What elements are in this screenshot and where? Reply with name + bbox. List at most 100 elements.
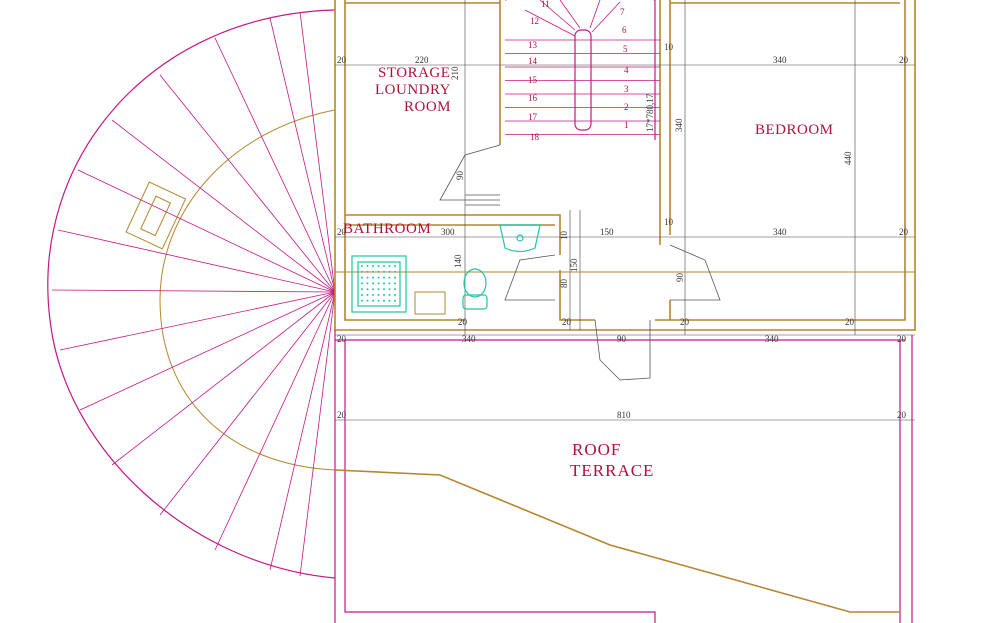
step-number-16: 16 [528,93,538,103]
step-number-17: 17 [528,112,538,122]
dim-stair-note: 17*780,17 [645,93,655,132]
bathroom-top-wall [345,214,561,255]
shower-dot [366,270,369,273]
shower-dot [366,276,369,279]
shower-drain-dots [361,265,396,302]
step-number-12: 12 [530,16,539,26]
shower-dot [361,294,363,296]
dim-bottom-mid: 90 [617,334,627,344]
dim-bedroom-mid: 340 [773,227,787,237]
step-number-7: 7 [620,7,625,17]
dim-bottom-right: 340 [765,334,779,344]
dim-wall-11: 20 [562,317,572,327]
shower-dot [388,294,391,296]
washbasin [499,224,541,253]
dim-terrace-width: 810 [617,410,631,420]
bedroom-bottom-wall [655,0,906,321]
dim-storage-height: 210 [450,66,460,80]
dim-wall-6: 20 [897,334,907,344]
terrace-label-2: TERRACE [570,461,654,480]
stair-fan-lines [51,11,336,577]
shower-dot [383,276,385,279]
shower-dot [366,299,369,302]
storage-label-2: LOUNDRY [375,82,451,98]
shower-dot [388,299,391,302]
dim-wall-10: 20 [845,317,855,327]
dim-door-left: 90 [455,171,465,181]
fan-line-10 [79,291,336,411]
stair-winder-2 [559,0,581,29]
shower-dot [388,270,391,273]
doors [439,144,721,381]
shower-dot [366,288,369,291]
shower-dot [383,288,385,291]
shower-dot [383,270,385,273]
step-number-13: 13 [528,40,538,50]
step-number-5: 5 [623,44,628,54]
dim-wall-7: 20 [337,410,347,420]
bathroom-fixtures [351,224,541,315]
toilet-tank [462,294,488,310]
shower-dot [383,299,385,302]
fan-line-11 [111,291,336,466]
step-number-6: 6 [622,25,627,35]
step-number-1: 1 [624,120,629,130]
dimension-lines [335,0,915,421]
shower-dot [383,294,385,296]
shower-dot [388,282,391,285]
shower-dot [377,270,380,273]
stair-winder-4 [591,1,621,33]
terrace-label-1: ROOF [572,440,621,459]
dim-wall-3: 20 [337,227,347,237]
shower-dot [394,270,396,273]
shower-dot [394,288,396,291]
shower-dot [361,282,363,285]
step-number-4: 4 [624,65,629,75]
shower-dot [394,282,396,285]
shower-dot [372,276,374,279]
stair-rail [574,29,592,131]
dim-bath-width: 300 [441,227,455,237]
step-number-18: 18 [530,132,540,142]
dim-wall-4: 20 [899,227,909,237]
upper-outer-wall [334,0,916,331]
dim-wall-9: 20 [680,317,690,327]
shower-tray [351,255,407,313]
shower-dot [366,265,369,267]
shower-dot [394,276,396,279]
shower-dot [361,288,363,291]
shower-dot [377,294,380,296]
shower-dot [372,282,374,285]
step-number-14: 14 [528,56,538,66]
bath-cabinet [414,291,446,315]
step-number-3: 3 [624,84,629,94]
storage-label-1: STORAGE [378,65,450,81]
shower-dot [388,265,391,267]
shower-dot [394,265,396,267]
stair-landing-box [125,181,187,250]
bathroom-right-wall [559,270,595,321]
dim-bedroom-side: 340 [674,118,684,132]
storage-door [439,144,501,201]
storage-label-3: ROOM [404,99,451,115]
shower-dot [377,265,380,267]
dim-wall-13: 10 [664,42,674,52]
dim-wall-8: 20 [897,410,907,420]
fan-line-1 [299,11,336,293]
shower-dot [372,294,374,296]
shower-dot [372,299,374,302]
shower-dot [366,294,369,296]
fan-line-9 [59,291,336,351]
dim-bath-height: 140 [453,254,463,268]
room-labels: STORAGE LOUNDRY ROOM BEDROOM BATHROOM RO… [343,65,833,480]
straight-staircase [505,0,660,140]
shower-dot [361,270,363,273]
bedroom-door [669,244,721,301]
fan-line-12 [159,291,336,516]
shower-dot [366,282,369,285]
shower-dot [361,265,363,267]
stair-step-lines [505,0,660,135]
stair-winder-1 [539,0,576,31]
shower-dot [372,270,374,273]
